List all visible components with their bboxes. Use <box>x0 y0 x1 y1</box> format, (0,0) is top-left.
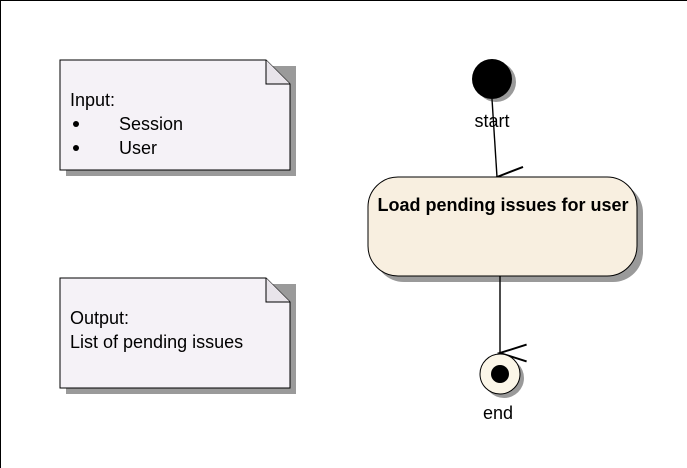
input-note-heading: Input: <box>70 90 116 110</box>
action-node[interactable] <box>367 176 643 282</box>
bullet-icon <box>73 121 79 127</box>
flow-start-to-action[interactable] <box>491 98 497 177</box>
input-note-text: Input: Session User <box>70 88 183 160</box>
end-label: end <box>482 403 514 423</box>
end-node[interactable] <box>479 353 524 398</box>
input-item-label: User <box>119 138 158 158</box>
input-item-label: Session <box>119 114 184 134</box>
bullet-icon <box>73 145 79 151</box>
input-note[interactable] <box>59 59 296 176</box>
output-note-text: Output: List of pending issues <box>70 306 243 354</box>
output-note[interactable] <box>59 277 296 394</box>
start-label: start <box>474 111 510 131</box>
input-item-user: User <box>70 136 183 160</box>
output-note-body: List of pending issues <box>70 332 244 352</box>
output-note-heading: Output: <box>70 308 130 328</box>
start-node[interactable] <box>472 59 516 102</box>
input-item-session: Session <box>70 112 183 136</box>
action-label: Load pending issues for user <box>377 195 629 215</box>
